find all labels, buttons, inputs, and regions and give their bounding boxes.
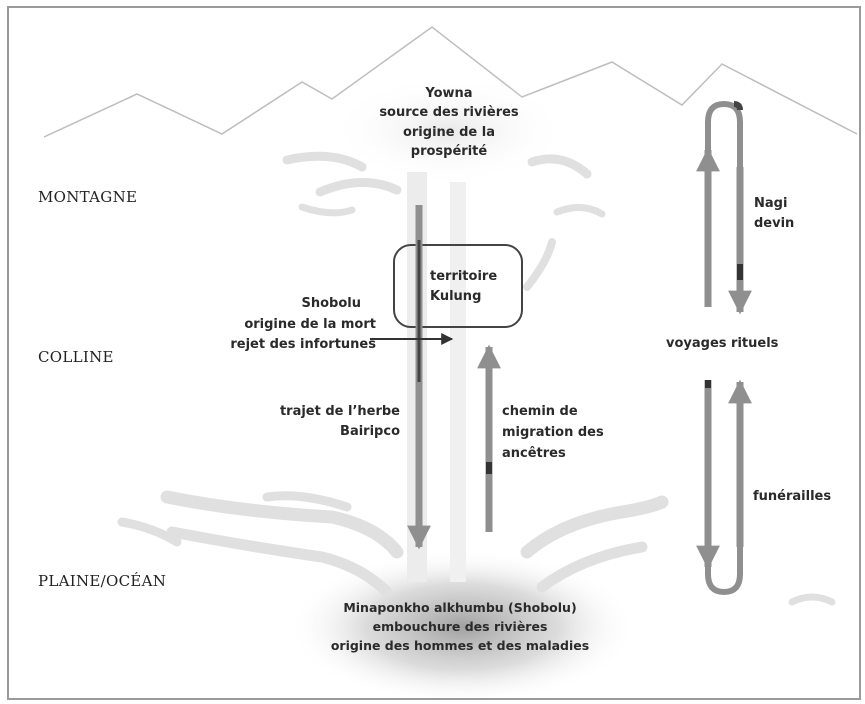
zone-plain: PLAINE/OCÉAN	[38, 572, 166, 590]
mist-strokes	[117, 151, 836, 606]
svg-text:Minaponkho alkhumbu (Shobolu): Minaponkho alkhumbu (Shobolu)	[343, 600, 576, 615]
territory-label: territoire Kulung	[430, 269, 497, 304]
mountain-ridge	[43, 26, 858, 138]
funerals-loop	[696, 379, 752, 596]
diagram-canvas: MONTAGNE COLLINE PLAINE/OCÉAN Yowna sour…	[38, 26, 858, 698]
svg-text:ancêtres: ancêtres	[502, 446, 566, 461]
haze-band-center	[450, 182, 466, 582]
migration-label: chemin de migration des ancêtres	[502, 404, 604, 461]
svg-text:origine des hommes et des mala: origine des hommes et des maladies	[331, 638, 589, 653]
svg-text:Shobolu: Shobolu	[302, 296, 362, 311]
devin-loop	[696, 100, 752, 315]
svg-text:territoire: territoire	[430, 269, 497, 284]
rituals-label: voyages rituels	[666, 336, 779, 351]
zone-hill: COLLINE	[38, 348, 114, 366]
diagram-frame: MONTAGNE COLLINE PLAINE/OCÉAN Yowna sour…	[7, 6, 861, 700]
svg-text:embouchure des rivières: embouchure des rivières	[373, 619, 548, 634]
svg-text:devin: devin	[754, 216, 794, 231]
svg-text:prospérité: prospérité	[411, 144, 488, 159]
svg-text:trajet de l’herbe: trajet de l’herbe	[280, 404, 400, 419]
svg-text:origine de la: origine de la	[403, 125, 495, 140]
svg-text:Nagi: Nagi	[754, 196, 787, 211]
svg-text:migration des: migration des	[502, 425, 604, 440]
funerals-label: funérailles	[753, 489, 831, 504]
herb-label: trajet de l’herbe Bairipco	[280, 404, 400, 439]
svg-text:source des rivières: source des rivières	[379, 105, 519, 120]
svg-text:Kulung: Kulung	[430, 289, 481, 304]
svg-text:origine de la mort: origine de la mort	[244, 317, 376, 332]
territory-box	[393, 244, 523, 328]
zone-mountain: MONTAGNE	[38, 188, 137, 206]
svg-text:Yowna: Yowna	[424, 86, 472, 101]
svg-text:Bairipco: Bairipco	[340, 424, 400, 439]
top-glow	[329, 75, 569, 185]
top-label: Yowna source des rivières origine de la …	[379, 86, 519, 159]
svg-text:rejet des infortunes: rejet des infortunes	[230, 337, 376, 352]
svg-text:chemin de: chemin de	[502, 404, 578, 419]
devin-label: Nagi devin	[754, 196, 794, 231]
death-label: Shobolu origine de la mort rejet des inf…	[230, 296, 376, 352]
bottom-label: Minaponkho alkhumbu (Shobolu) embouchure…	[331, 600, 589, 653]
